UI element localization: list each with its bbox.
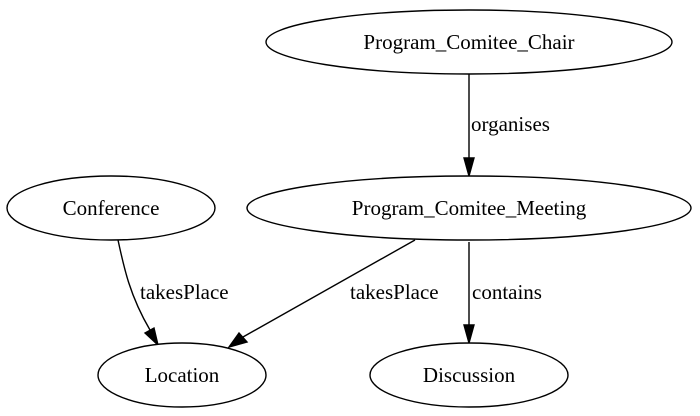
node-label: Conference <box>63 196 160 220</box>
edge-label-takesplace: takesPlace <box>140 280 229 304</box>
edge-line <box>117 239 151 331</box>
node-program-comitee-chair: Program_Comitee_Chair <box>265 9 673 75</box>
edge-organises: organises <box>463 67 550 179</box>
node-label: Discussion <box>423 363 516 387</box>
node-discussion: Discussion <box>369 342 569 408</box>
edge-meeting-takesplace: takesPlace <box>227 239 439 349</box>
edge-label-organises: organises <box>471 112 550 136</box>
arrow-head <box>143 326 160 348</box>
node-program-comitee-meeting: Program_Comitee_Meeting <box>246 175 692 241</box>
node-location: Location <box>97 342 267 408</box>
node-label: Program_Comitee_Meeting <box>352 196 587 220</box>
edge-conference-takesplace: takesPlace <box>117 239 229 348</box>
arrow-head <box>227 331 249 349</box>
edge-contains: contains <box>463 242 542 346</box>
node-conference: Conference <box>6 175 216 241</box>
edge-line <box>242 239 416 338</box>
edge-label-contains: contains <box>472 280 542 304</box>
arrow-head <box>463 324 475 346</box>
arrow-head <box>463 157 475 179</box>
edge-label-takesplace: takesPlace <box>350 280 439 304</box>
node-label: Program_Comitee_Chair <box>363 30 574 54</box>
node-label: Location <box>145 363 220 387</box>
